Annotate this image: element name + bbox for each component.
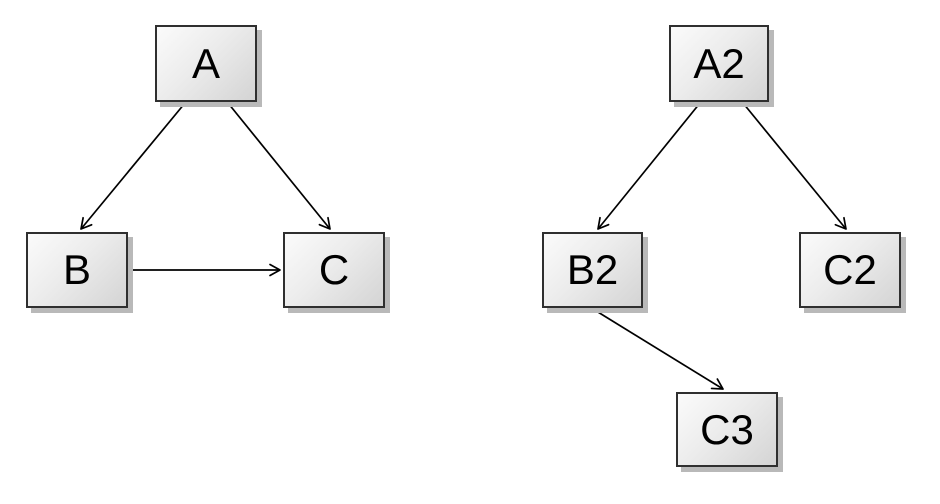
edge-A2-C2 bbox=[742, 102, 847, 230]
edge-A-B bbox=[80, 102, 186, 230]
edges-group bbox=[80, 102, 847, 390]
edge-A2-B2 bbox=[597, 102, 701, 230]
edge-B2-C3 bbox=[592, 308, 724, 390]
edge-A-C bbox=[227, 102, 331, 230]
